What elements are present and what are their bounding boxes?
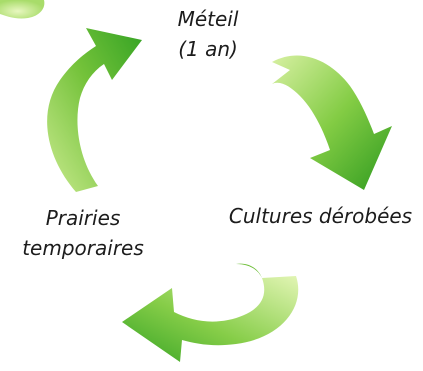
arrow-curl: [236, 263, 262, 278]
node-meteil-line-2: (1 an): [178, 37, 238, 61]
arrow-cultures-to-prairies: [122, 276, 299, 362]
node-label-cultures-derobees: Cultures dérobées: [218, 201, 423, 231]
arrow-meteil-to-cultures: [272, 55, 392, 190]
node-label-meteil: Méteil (1 an): [160, 4, 256, 64]
node-label-prairies-temporaires: Prairies temporaires: [22, 203, 144, 263]
corner-decoration: [0, 0, 45, 19]
node-meteil-line-1: Méteil: [177, 7, 239, 31]
node-prairies-line-2: temporaires: [22, 236, 144, 260]
arrow-prairies-to-meteil: [47, 28, 142, 192]
node-prairies-line-1: Prairies: [45, 206, 121, 230]
node-cultures-line-1: Cultures dérobées: [228, 204, 413, 228]
